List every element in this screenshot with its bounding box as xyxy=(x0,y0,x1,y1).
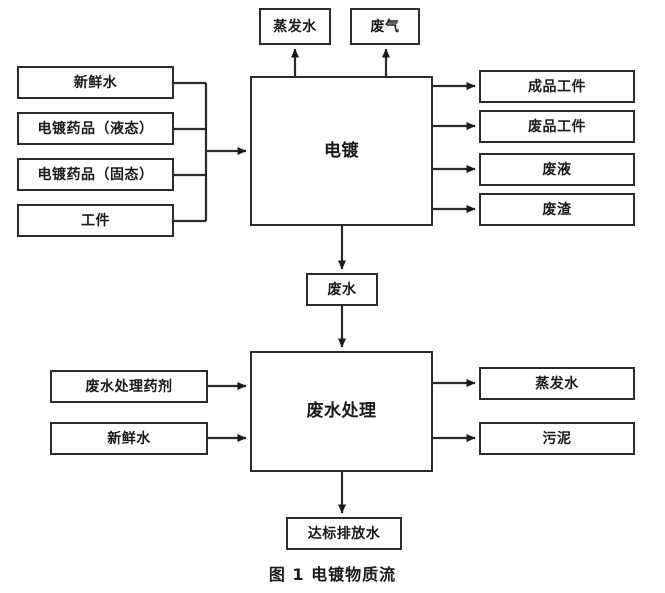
node-fresh-water-treatment-input[interactable]: 新鲜水 xyxy=(50,422,208,455)
node-wastewater[interactable]: 废水 xyxy=(306,273,378,306)
node-fresh-water-input[interactable]: 新鲜水 xyxy=(17,66,174,99)
node-sludge[interactable]: 污泥 xyxy=(479,422,635,455)
node-scrap-workpiece[interactable]: 废品工件 xyxy=(479,110,635,143)
node-wastewater-treatment-process[interactable]: 废水处理 xyxy=(250,351,433,472)
node-finished-workpiece[interactable]: 成品工件 xyxy=(479,70,635,103)
node-workpiece-input[interactable]: 工件 xyxy=(17,204,174,237)
node-compliant-discharge-water[interactable]: 达标排放水 xyxy=(286,517,402,550)
node-plating-process[interactable]: 电镀 xyxy=(250,76,433,226)
node-plating-chemical-solid[interactable]: 电镀药品（固态） xyxy=(17,158,174,191)
node-waste-residue[interactable]: 废渣 xyxy=(479,193,635,226)
node-evaporated-water-bottom[interactable]: 蒸发水 xyxy=(479,367,635,400)
node-plating-chemical-liquid[interactable]: 电镀药品（液态） xyxy=(17,112,174,145)
node-waste-gas[interactable]: 废气 xyxy=(350,8,420,45)
node-evaporated-water-top[interactable]: 蒸发水 xyxy=(259,8,331,45)
figure-caption: 图 1 电镀物质流 xyxy=(268,565,397,584)
node-waste-liquid[interactable]: 废液 xyxy=(479,153,635,186)
node-wastewater-treatment-agent[interactable]: 废水处理药剂 xyxy=(50,370,208,403)
